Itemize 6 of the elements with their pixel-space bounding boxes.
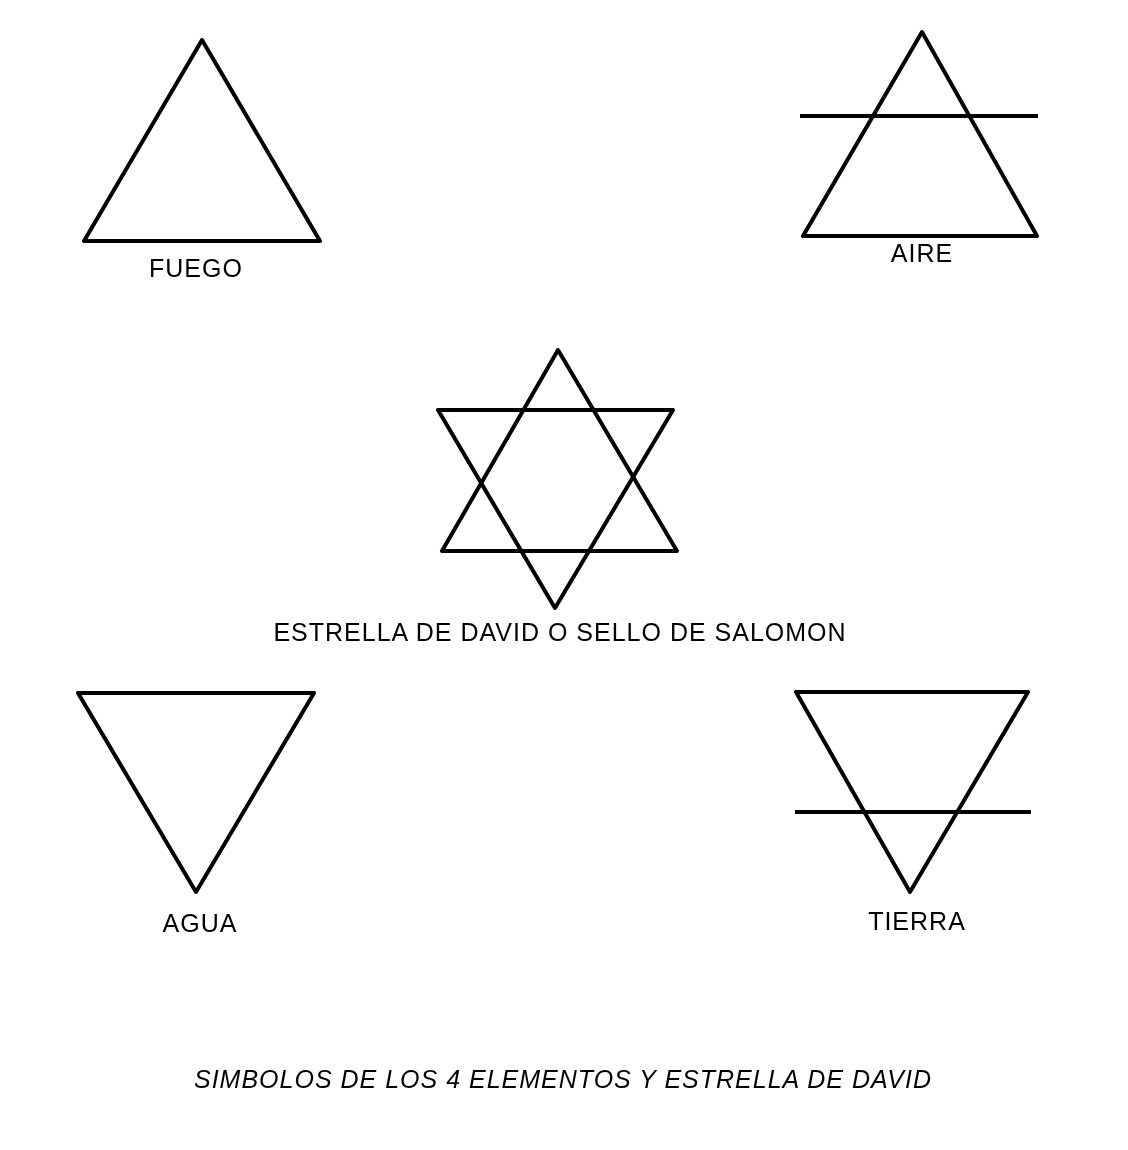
symbol-label: FUEGO (149, 253, 243, 283)
caption: SIMBOLOS DE LOS 4 ELEMENTOS Y ESTRELLA DE DAVID (194, 1064, 932, 1094)
symbol-label: AIRE (890, 238, 954, 268)
symbol-label: TIERRA (868, 906, 966, 936)
symbol-label: AGUA (162, 908, 238, 938)
symbol-label: ESTRELLA DE DAVID O SELLO DE SALOMON (273, 617, 847, 647)
